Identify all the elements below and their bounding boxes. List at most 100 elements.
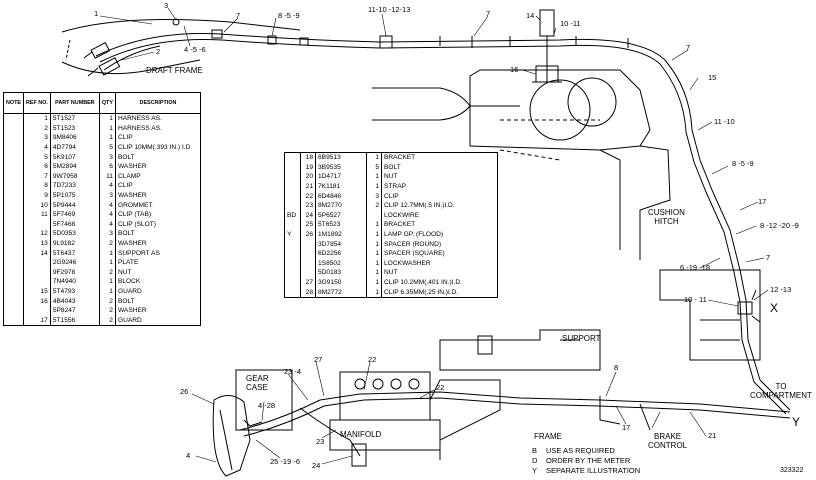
part-note — [284, 258, 301, 269]
callout-22a: 22 — [368, 355, 377, 364]
part-note — [284, 172, 301, 182]
drawing-number: 323322 — [780, 467, 804, 474]
part-number: 9F2978 — [50, 267, 100, 278]
gear-case-line1: GEAR — [246, 374, 269, 383]
part-qty: 2 — [99, 315, 116, 326]
callout-7a: 7 — [236, 11, 241, 20]
part-description: BOLT — [117, 230, 135, 238]
part-ref: 22 — [300, 191, 316, 201]
callout-7b: 7 — [486, 9, 491, 18]
callout-11-10-12-13: 11-10 -12-13 — [368, 5, 411, 14]
part-qty: 4 — [99, 209, 116, 220]
part-number: 5P1075 — [50, 190, 100, 201]
part-number: 7K1181 — [315, 181, 367, 192]
part-description: LOCKWASHER — [384, 259, 431, 267]
part-qty: 5 — [99, 142, 116, 153]
part-number: 7D7233 — [50, 181, 100, 191]
legend-key: D — [532, 456, 538, 465]
part-number: 9L9182 — [50, 238, 100, 249]
part-qty: 2 — [99, 238, 116, 249]
callout-14: 14 — [526, 11, 535, 20]
part-number: 5T6437 — [50, 248, 100, 258]
part-ref: 24 — [300, 210, 316, 221]
part-note — [3, 267, 24, 278]
callout-23-4: 23 -4 — [284, 367, 302, 376]
part-description: LOCKWIRE — [384, 211, 420, 219]
part-description: BOLT — [117, 153, 135, 161]
part-number: 5M2894 — [50, 161, 100, 172]
part-ref: 5 — [23, 152, 51, 162]
part-ref: 12 — [23, 229, 51, 239]
part-description: BOLT — [384, 163, 401, 171]
header-qty: QTY — [99, 92, 116, 114]
part-ref: 17 — [23, 315, 51, 326]
part-description: CLAMP — [117, 172, 141, 180]
frame-lower-rail — [429, 379, 651, 460]
part-ref: 19 — [300, 162, 316, 173]
callout-17b: 17 — [622, 423, 631, 432]
part-ref: 13 — [23, 238, 51, 249]
cushion-hitch-line1: CUSHION — [648, 208, 685, 217]
part-qty: 2 — [99, 305, 116, 316]
part-ref — [23, 257, 51, 268]
part-number: 5K9107 — [50, 152, 100, 162]
lower-right-hitch — [659, 269, 761, 361]
callout-17a: 17 — [758, 197, 767, 206]
callout-24: 24 — [312, 461, 321, 470]
part-ref — [23, 267, 51, 278]
callout-10-11b: 10 - 11 — [684, 295, 707, 304]
callout-8-5-9b: 8 -5 -9 — [732, 159, 754, 168]
part-description: CLIP — [117, 182, 133, 190]
lower-harness — [239, 391, 791, 457]
part-number: 6B9513 — [315, 152, 367, 163]
part-ref — [300, 239, 316, 249]
part-number: 1D4717 — [315, 172, 367, 182]
part-ref — [300, 248, 316, 259]
part-ref: 20 — [300, 172, 316, 182]
brake-control-line1: BRAKE — [654, 432, 682, 441]
callout-1: 1 — [94, 9, 99, 18]
callout-4-28: 4 -28 — [258, 401, 276, 410]
part-ref — [23, 219, 51, 230]
legend-text: ORDER BY THE METER — [546, 456, 631, 465]
part-number: 6D2256 — [315, 248, 367, 259]
part-number: 5D0353 — [50, 229, 100, 239]
support-lower — [439, 329, 601, 371]
part-description: CLIP 10.2MM(.401 IN.)I.D. — [384, 279, 462, 287]
part-qty: 1 — [366, 248, 382, 259]
to-compartment-line1: TO — [775, 382, 787, 391]
part-ref: 15 — [23, 286, 51, 297]
part-qty: 1 — [366, 239, 382, 249]
part-number: 9W7958 — [50, 171, 100, 182]
part-number: 4B4043 — [50, 296, 100, 306]
part-ref: 7 — [23, 171, 51, 182]
part-number: 4D7794 — [50, 142, 100, 153]
legend-text: SEPARATE ILLUSTRATION — [546, 466, 641, 475]
part-number: 1S8502 — [315, 258, 367, 269]
part-note — [3, 209, 24, 220]
callout-6-19-18: 6 -19 -18 — [680, 263, 711, 272]
part-number: 5P9444 — [50, 200, 100, 210]
callout-4-5-6: 4 -5 -6 — [184, 45, 206, 54]
part-number: 5T1527 — [50, 113, 100, 124]
callout-27: 27 — [314, 355, 323, 364]
part-ref — [300, 268, 316, 278]
part-qty: 1 — [99, 257, 116, 268]
